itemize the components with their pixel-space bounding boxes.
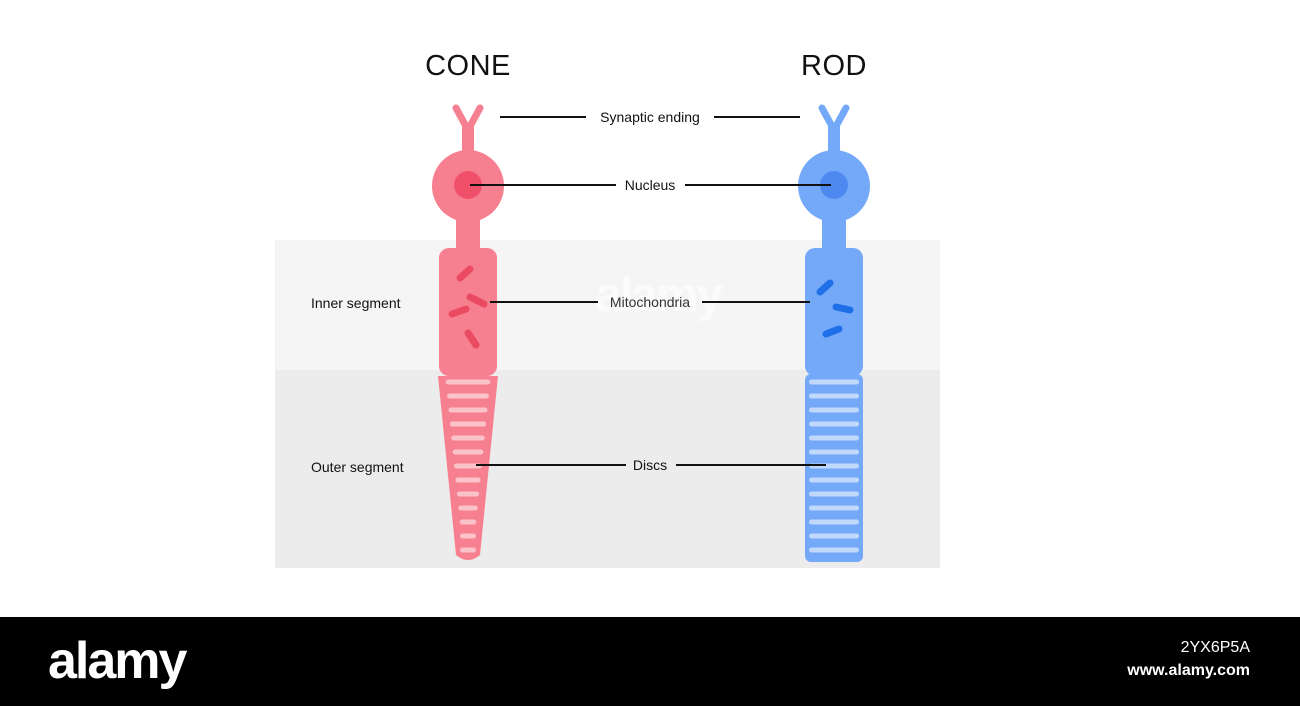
discs-label: Discs	[632, 457, 668, 473]
synaptic-ending-label: Synaptic ending	[600, 109, 700, 125]
cone-discs	[445, 379, 491, 553]
mitochondria-leader-line-right	[702, 301, 810, 303]
cone-nucleus	[454, 171, 482, 199]
cone-inner-segment	[439, 248, 497, 376]
nucleus-label: Nucleus	[624, 177, 676, 193]
cone-disc	[448, 407, 488, 413]
cone-mitochondrion	[464, 329, 480, 349]
rod-cell	[798, 104, 870, 562]
footer-image-id: 2YX6P5A	[1180, 639, 1250, 656]
cone-disc	[459, 519, 477, 525]
cone-disc	[452, 449, 484, 455]
cone-disc	[447, 393, 489, 399]
cone-disc	[460, 533, 476, 539]
cone-synaptic-stem	[462, 126, 474, 158]
synaptic-leader-line-left	[500, 116, 586, 118]
rod-title: ROD	[801, 50, 867, 82]
rod-disc	[809, 435, 859, 441]
rod-mitochondrion	[832, 303, 854, 314]
cone-disc	[451, 435, 485, 441]
cone-disc	[458, 505, 478, 511]
cone-disc	[455, 477, 481, 483]
watermark-text: alamy	[595, 269, 723, 322]
discs-leader-line-left	[476, 464, 626, 466]
nucleus-leader-line-right	[685, 184, 831, 186]
rod-disc	[809, 505, 859, 511]
outer-segment-label: Outer segment	[311, 459, 404, 475]
nucleus-leader-line-left	[470, 184, 616, 186]
rod-synaptic-stem	[828, 126, 840, 158]
rod-disc	[809, 379, 859, 385]
rod-disc	[809, 393, 859, 399]
mitochondria-label: Mitochondria	[609, 294, 691, 310]
rod-inner-segment	[805, 248, 863, 376]
cone-mitochondrion	[466, 293, 488, 308]
synaptic-leader-line-right	[714, 116, 800, 118]
rod-nucleus	[820, 171, 848, 199]
cone-disc	[454, 463, 482, 469]
rod-disc	[809, 407, 859, 413]
rod-disc	[809, 421, 859, 427]
cone-disc	[445, 379, 491, 385]
footer-url[interactable]: www.alamy.com	[1127, 662, 1250, 679]
rod-disc	[809, 533, 859, 539]
rod-mitochondrion	[822, 325, 843, 338]
cone-disc	[456, 491, 480, 497]
cone-mitochondrion	[456, 265, 474, 282]
photoreceptor-diagram: alamy CONE ROD Synaptic ending Nucle	[275, 50, 940, 568]
rod-disc	[809, 491, 859, 497]
inner-segment-label: Inner segment	[311, 295, 401, 311]
cone-cell	[432, 104, 504, 560]
footer-logo: alamy	[48, 632, 187, 690]
cone-disc	[449, 421, 487, 427]
rod-disc	[809, 547, 859, 553]
mitochondria-leader-line-left	[490, 301, 598, 303]
rod-disc	[809, 519, 859, 525]
rod-disc	[809, 449, 859, 455]
cone-title: CONE	[425, 50, 511, 82]
cone-mitochondrion	[448, 305, 470, 318]
rod-mitochondrion	[816, 279, 834, 296]
rod-disc	[809, 477, 859, 483]
discs-leader-line-right	[676, 464, 826, 466]
footer-bar: alamy 2YX6P5A www.alamy.com	[0, 617, 1300, 706]
cone-disc	[460, 547, 476, 553]
